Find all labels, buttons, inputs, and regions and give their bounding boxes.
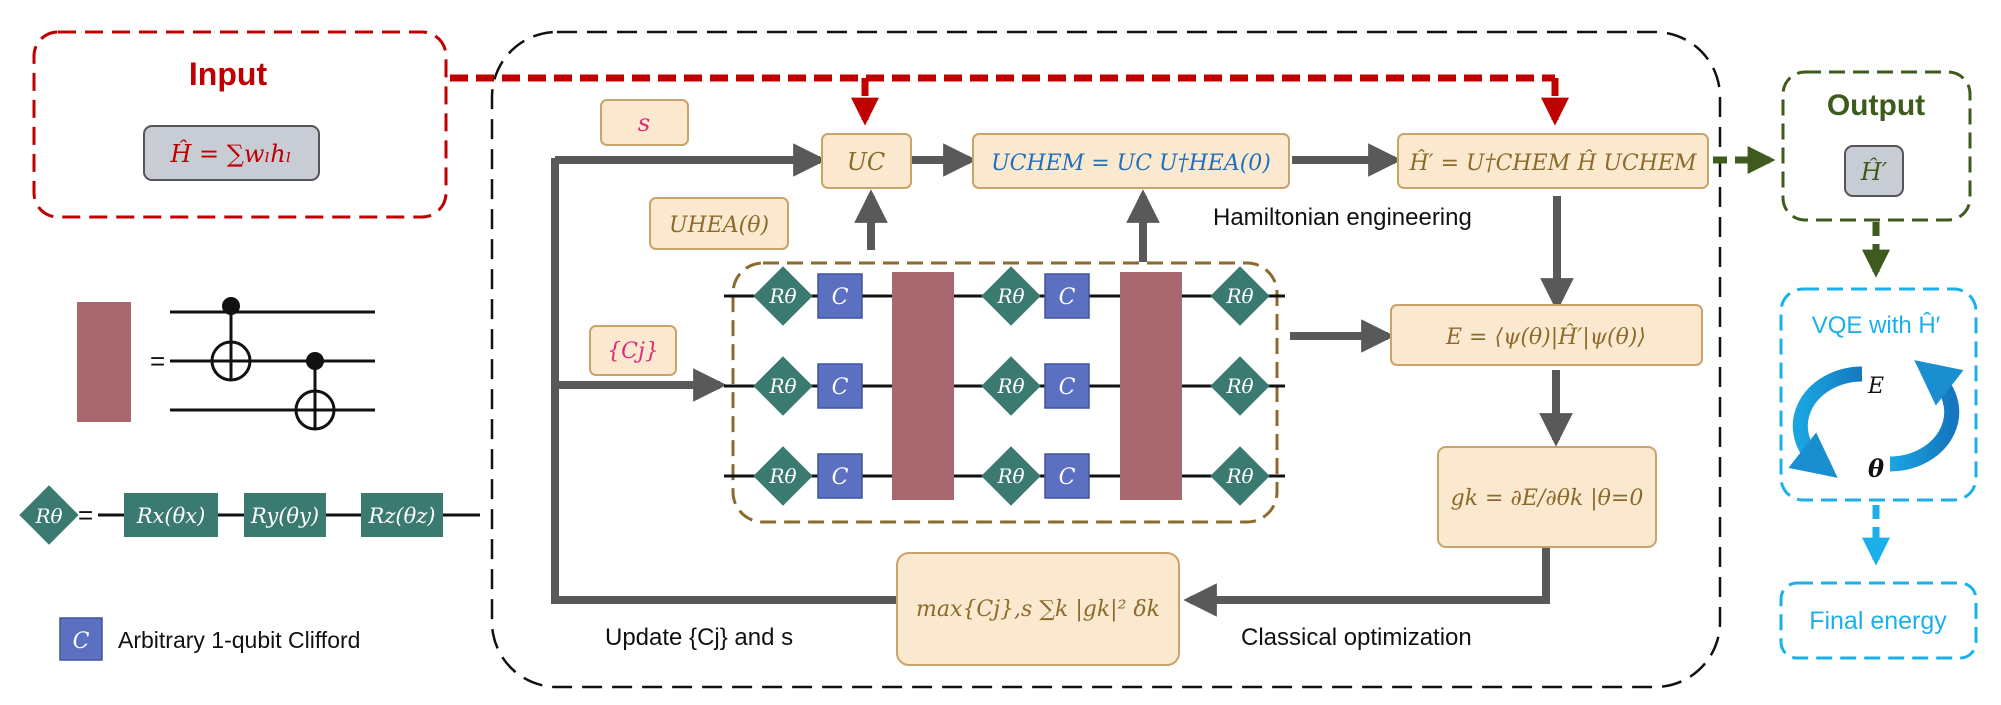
cycle-arrow-left-icon <box>1788 366 1863 478</box>
uhea-label-box: UHEA(θ) <box>649 197 789 250</box>
input-hamiltonian-box <box>143 125 320 181</box>
legend-clifford: C Arbitrary 1-qubit Clifford <box>59 617 360 661</box>
svg-text:C: C <box>1059 375 1076 400</box>
svg-text:Rθ: Rθ <box>1225 464 1253 488</box>
uc-box: UC <box>821 133 912 189</box>
gradient-box: gk = ∂E/∂θk |θ=0 <box>1437 446 1657 548</box>
clifford-gate-icon: C <box>1044 453 1090 499</box>
hprime-box: Ĥ′ = U†CHEM Ĥ UCHEM <box>1397 133 1709 189</box>
clifford-gate-icon: C <box>1044 363 1090 409</box>
vqe-theta-symbol: θ <box>1868 454 1884 483</box>
svg-text:E = ⟨ψ(θ)|Ĥ′|ψ(θ)⟩: E = ⟨ψ(θ)|Ĥ′|ψ(θ)⟩ <box>1445 323 1646 350</box>
svg-text:C: C <box>1059 285 1076 310</box>
svg-text:Rθ: Rθ <box>1225 284 1253 308</box>
entangler-equals: = <box>150 346 165 376</box>
svg-text:Ĥ′ = U†CHEM Ĥ UCHEM: Ĥ′ = U†CHEM Ĥ UCHEM <box>1408 149 1697 176</box>
clifford-gate-icon: C <box>817 453 863 499</box>
svg-text:Rx(θx): Rx(θx) <box>136 504 206 528</box>
input-connectors <box>450 74 1569 126</box>
svg-text:UHEA(θ): UHEA(θ) <box>669 213 769 238</box>
svg-text:Rθ: Rθ <box>768 284 796 308</box>
svg-text:C: C <box>1059 465 1076 490</box>
output-title: Output <box>1827 89 1925 122</box>
svg-text:Rθ: Rθ <box>996 464 1024 488</box>
final-energy-panel: Final energy <box>1779 581 1978 660</box>
cnot-2-icon <box>294 352 336 431</box>
svg-text:Rθ: Rθ <box>34 504 62 528</box>
svg-text:C: C <box>73 629 90 654</box>
svg-text:max{Cj},s ∑k |gk|² δk: max{Cj},s ∑k |gk|² δk <box>916 597 1160 622</box>
cj-label-box: {Cj} <box>589 325 677 376</box>
ry-gate <box>244 493 326 537</box>
rtheta-gate-icon: Rθ <box>1210 446 1270 506</box>
output-hamiltonian: Ĥ′ <box>1860 157 1888 186</box>
input-title: Input <box>189 56 268 92</box>
svg-text:{Cj}: {Cj} <box>607 339 659 364</box>
svg-text:Ry(θy): Ry(θy) <box>250 504 319 528</box>
legend-rtheta: Rθ = Rx(θx) Ry(θy) Rz(θz) <box>19 485 480 545</box>
svg-text:Rz(θz): Rz(θz) <box>368 504 436 528</box>
max-box: max{Cj},s ∑k |gk|² δk <box>896 552 1180 666</box>
svg-text:C: C <box>832 375 849 400</box>
rtheta-gate-icon: Rθ <box>1210 356 1270 416</box>
rtheta-gate-icon: Rθ <box>753 446 813 506</box>
final-energy-label: Final energy <box>1809 607 1947 635</box>
rx-gate <box>124 493 218 537</box>
clifford-gate-icon: C <box>817 363 863 409</box>
vqe-energy-symbol: E <box>1867 374 1884 399</box>
rtheta-gate-icon: Rθ <box>753 356 813 416</box>
clifford-legend-icon <box>59 617 103 661</box>
svg-text:Rθ: Rθ <box>996 374 1024 398</box>
output-panel: Output Ĥ′ <box>1713 70 1972 278</box>
rtheta-gate-icon: Rθ <box>753 266 813 326</box>
input-hamiltonian: Ĥ = ∑wₗhₗ <box>169 139 291 168</box>
energy-box: E = ⟨ψ(θ)|Ĥ′|ψ(θ)⟩ <box>1390 304 1703 366</box>
update-label: Update {Cj} and s <box>605 624 793 651</box>
classical-optimization-label: Classical optimization <box>1241 624 1472 651</box>
clifford-gate-icon: C <box>1044 273 1090 319</box>
vqe-panel: VQE with Ĥ′ E θ <box>1779 287 1978 566</box>
svg-text:UCHEM = UC U†HEA(0): UCHEM = UC U†HEA(0) <box>991 151 1271 176</box>
svg-text:C: C <box>832 465 849 490</box>
svg-text:Rθ: Rθ <box>768 464 796 488</box>
svg-text:gk = ∂E/∂θk |θ=0: gk = ∂E/∂θk |θ=0 <box>1451 486 1644 511</box>
legend-entangler: = <box>77 297 375 431</box>
cycle-arrow-right-icon <box>1889 360 1964 472</box>
main-panel <box>490 30 1722 689</box>
entangler-block-1 <box>892 272 954 500</box>
rtheta-gate-icon: Rθ <box>981 266 1041 326</box>
hamiltonian-engineering-label: Hamiltonian engineering <box>1213 204 1472 231</box>
svg-text:C: C <box>832 285 849 310</box>
rtheta-gate-icon: Rθ <box>1210 266 1270 326</box>
cnot-1-icon <box>210 297 252 382</box>
clifford-description: Arbitrary 1-qubit Clifford <box>118 627 360 653</box>
uchem-box: UCHEM = UC U†HEA(0) <box>972 133 1290 189</box>
entangler-block-2 <box>1120 272 1182 500</box>
svg-text:UC: UC <box>847 148 886 176</box>
output-hamiltonian-box <box>1844 145 1904 197</box>
rtheta-gate-icon: Rθ <box>981 356 1041 416</box>
rtheta-equals: = <box>78 500 93 530</box>
rz-gate <box>361 493 443 537</box>
svg-text:Rθ: Rθ <box>1225 374 1253 398</box>
svg-text:s: s <box>638 109 650 137</box>
rtheta-gate-icon: Rθ <box>981 446 1041 506</box>
svg-text:Rθ: Rθ <box>768 374 796 398</box>
entangler-block-icon <box>77 302 131 422</box>
flow-arrows <box>551 143 1574 617</box>
vqe-title: VQE with Ĥ′ <box>1812 312 1941 339</box>
s-label-box: s <box>600 99 689 146</box>
input-panel: Input Ĥ = ∑wₗhₗ <box>32 30 448 219</box>
clifford-gate-icon: C <box>817 273 863 319</box>
svg-text:Rθ: Rθ <box>996 284 1024 308</box>
